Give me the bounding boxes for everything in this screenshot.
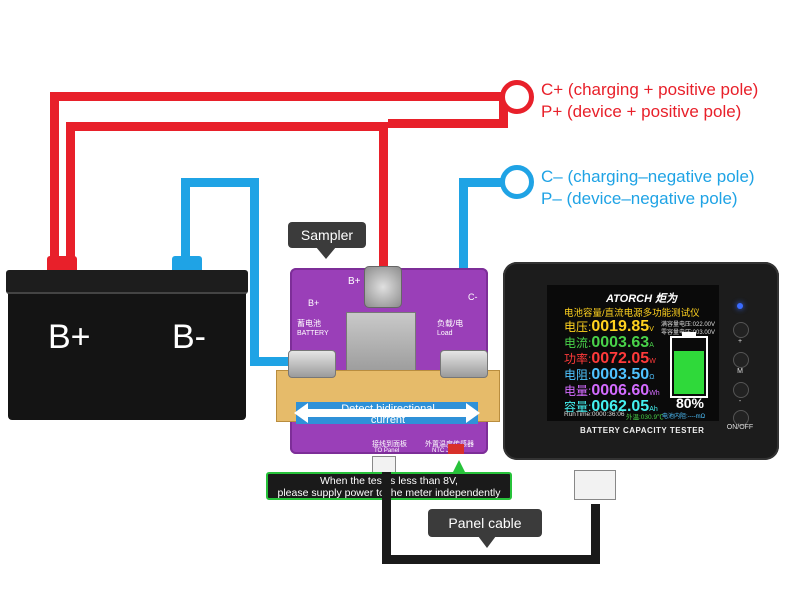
battery-percent: 80% xyxy=(675,395,705,411)
board-battery-en: BATTERY xyxy=(297,330,329,337)
board-bplus-side: B+ xyxy=(308,298,320,308)
resistance-row: 电阻:0003.50Ω xyxy=(564,366,654,384)
capacity-unit: Ah xyxy=(649,406,658,413)
m-button[interactable] xyxy=(733,352,749,368)
temp-text: 外温:030.9℃ xyxy=(626,414,664,421)
current-row: 电流:0003.63A xyxy=(564,334,654,352)
panel-cable-callout: Panel cable xyxy=(428,509,542,537)
battery-gauge-fill xyxy=(674,351,704,394)
runtime-text: RunTime:0000:36:06 xyxy=(564,411,625,418)
red-wire-right-up xyxy=(499,100,508,128)
p-plus-label: P+ (device + positive pole) xyxy=(541,102,742,121)
battery-positive-terminal xyxy=(47,256,77,270)
voltage-label: 电压: xyxy=(564,320,592,334)
p-minus-label: P– (device–negative pole) xyxy=(541,189,738,208)
meter-header: 电池容量/直流电源多功能测试仪 xyxy=(564,308,700,319)
blue-wire-left-in xyxy=(250,357,300,366)
brand-name: ATORCH xyxy=(606,293,653,305)
plus-button[interactable] xyxy=(733,322,749,338)
c-minus-label: C– (charging–negative pole) xyxy=(541,167,755,186)
energy-value: 0006.60 xyxy=(591,382,650,399)
capacity-row: 容量:0062.05Ah xyxy=(564,398,658,416)
board-panel-en: TO Panel xyxy=(374,448,400,454)
blue-connection-ring xyxy=(500,165,534,199)
blue-wire-left-top xyxy=(181,178,259,187)
left-terminal-nut xyxy=(288,350,336,378)
detect-text-line1: Detect bidirectional xyxy=(341,403,435,415)
resistance-unit: Ω xyxy=(649,374,655,381)
blue-wire-left-down xyxy=(250,178,259,366)
capacity-label: 容量: xyxy=(564,400,592,414)
resistance-value: 0003.50 xyxy=(591,366,650,383)
ntc-jack xyxy=(448,444,464,454)
voltage-unit: V xyxy=(649,326,654,333)
battery-plus-label: B+ xyxy=(48,318,91,356)
minus-button-label: - xyxy=(738,398,742,405)
meter-cable-plug xyxy=(574,470,616,500)
red-wire-inner-top xyxy=(66,122,388,131)
energy-unit: Wh xyxy=(649,390,660,397)
board-cminus: C- xyxy=(468,292,478,302)
blue-wire-left xyxy=(181,178,190,260)
bidirectional-arrow-icon xyxy=(294,403,480,423)
current-value: 0003.63 xyxy=(591,334,650,351)
board-load-cn: 负载/电 xyxy=(437,319,464,328)
note-pointer xyxy=(452,460,466,474)
board-battery-cn: 蓄电池 xyxy=(297,319,321,328)
onoff-button[interactable] xyxy=(733,410,749,426)
power-led-icon xyxy=(737,303,743,309)
board-load-en: Load xyxy=(437,330,453,337)
battery-lid xyxy=(6,270,248,294)
internal-resistance-text: 电池内阻:----mΩ xyxy=(662,414,706,420)
meter-brand: ATORCH 炬为 xyxy=(606,290,677,306)
panel-cable-bottom xyxy=(382,555,600,564)
panel-cable-pointer xyxy=(478,536,496,548)
red-wire-outer-top xyxy=(50,92,508,101)
minus-button[interactable] xyxy=(733,382,749,398)
red-wire-join xyxy=(388,119,508,128)
m-button-label: M xyxy=(737,368,743,375)
c-plus-label: C+ (charging + positive pole) xyxy=(541,80,759,99)
board-bplus-top: B+ xyxy=(348,276,361,287)
red-wire-inner xyxy=(66,122,75,257)
sampler-callout: Sampler xyxy=(288,222,366,248)
meter-footer: BATTERY CAPACITY TESTER xyxy=(580,426,705,435)
panel-cable-left xyxy=(382,472,391,564)
battery-negative-terminal xyxy=(172,256,202,270)
battery-gauge-icon xyxy=(670,336,708,398)
red-wire-inner-down xyxy=(379,122,388,270)
panel-cable-right xyxy=(591,504,600,564)
board-panel-cn: 接线到面板 xyxy=(372,441,407,448)
brand-cn: 炬为 xyxy=(655,293,678,305)
detect-text-line2: current xyxy=(370,414,406,426)
blue-wire-right xyxy=(459,178,468,348)
blue-wire-right-top xyxy=(459,178,511,187)
voltage-row: 电压:0019.85V xyxy=(564,318,654,336)
energy-row: 电量:0006.60Wh xyxy=(564,382,660,400)
plus-button-label: + xyxy=(737,338,743,345)
current-label: 电流: xyxy=(564,336,592,350)
current-unit: A xyxy=(649,342,654,349)
power-unit: W xyxy=(649,358,656,365)
capacity-value: 0062.05 xyxy=(591,398,650,415)
battery-gauge-cap xyxy=(682,332,696,336)
sampler-callout-pointer xyxy=(316,247,336,259)
full-voltage-text: 满容量电压:022.00V xyxy=(661,322,716,328)
energy-label: 电量: xyxy=(564,384,592,398)
red-connection-ring xyxy=(500,80,534,114)
battery xyxy=(8,272,246,420)
battery-minus-label: B- xyxy=(172,318,206,356)
right-terminal-nut xyxy=(440,350,488,378)
shunt-resistor xyxy=(346,312,416,376)
power-row: 功率:0072.05W xyxy=(564,350,656,368)
power-label: 功率: xyxy=(564,352,592,366)
resistance-label: 电阻: xyxy=(564,368,592,382)
red-wire-outer xyxy=(50,92,59,257)
sampler-top-screw xyxy=(364,266,402,308)
power-value: 0072.05 xyxy=(591,350,650,367)
onoff-button-label: ON/OFF xyxy=(726,424,754,431)
voltage-value: 0019.85 xyxy=(591,318,650,335)
board-ntc-en: NTC JACK xyxy=(432,448,462,454)
